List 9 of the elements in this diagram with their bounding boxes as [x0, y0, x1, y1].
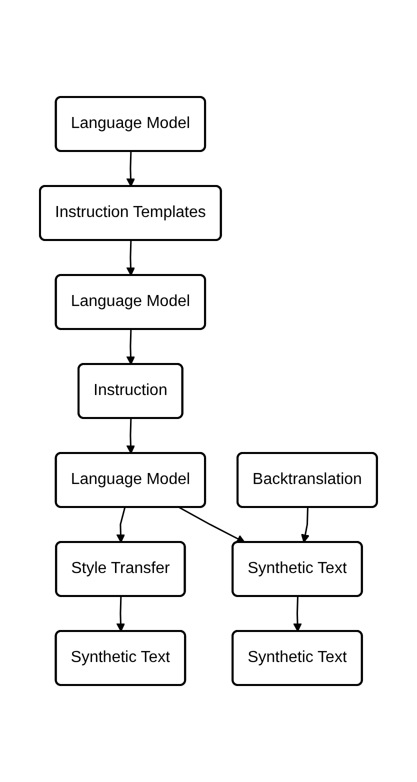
- arrow: [301, 507, 310, 543]
- arrow: [126, 240, 136, 276]
- arrow: [116, 507, 126, 543]
- arrow: [293, 596, 302, 632]
- arrow: [126, 329, 136, 365]
- arrow: [178, 506, 246, 543]
- arrow: [116, 596, 126, 632]
- arrow: [126, 151, 136, 187]
- arrow: [126, 418, 136, 454]
